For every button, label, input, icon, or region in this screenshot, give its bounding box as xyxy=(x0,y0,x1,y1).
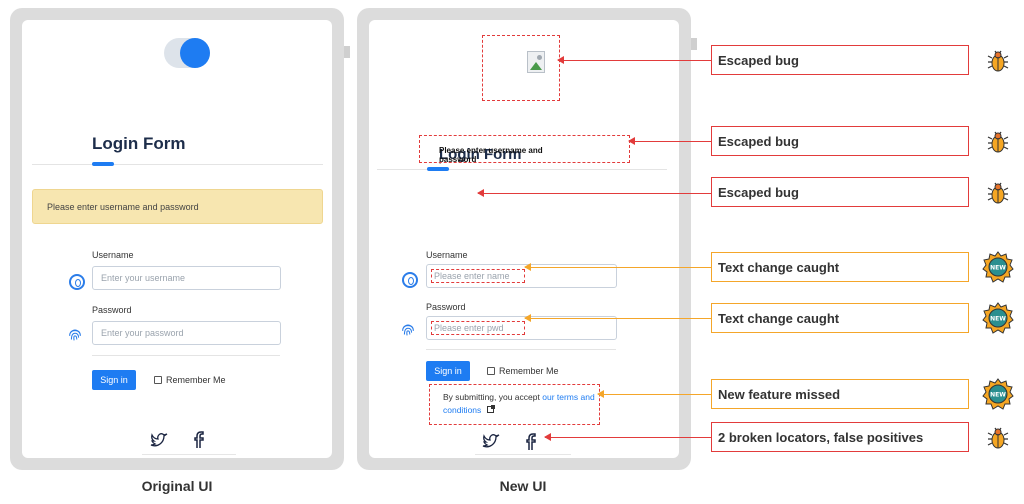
terms-text: By submitting, you accept our terms and … xyxy=(443,391,609,417)
new-badge-text: NEW xyxy=(990,392,1006,399)
terms-prefix: By submitting, you accept xyxy=(443,392,540,402)
overlap-highlight xyxy=(419,135,630,163)
arrow-escaped-bug-2 xyxy=(628,137,711,145)
terms-link[interactable]: our terms and conditions xyxy=(443,392,595,415)
new-ui-frame: Login Form Please enter username and pas… xyxy=(357,8,697,470)
toggle-logo xyxy=(164,38,210,68)
password-input[interactable]: Enter your password xyxy=(92,321,281,345)
terms-highlight xyxy=(429,384,600,425)
username-input[interactable]: Enter your username xyxy=(92,266,281,290)
remember-me-checkbox[interactable] xyxy=(154,376,162,384)
annotation-escaped-bug-3: Escaped bug xyxy=(711,177,969,207)
arrow-escaped-bug-3 xyxy=(477,189,711,197)
annotation-text-change-1: Text change caught xyxy=(711,252,969,282)
fingerprint-icon xyxy=(69,329,81,341)
form-divider xyxy=(426,349,616,350)
footer-divider xyxy=(475,454,571,455)
username-label: Username xyxy=(426,250,468,260)
sign-in-button[interactable]: Sign in xyxy=(92,370,136,390)
title-accent-bar xyxy=(92,162,114,166)
username-placeholder: Please enter name xyxy=(431,269,525,283)
bug-icon xyxy=(987,131,1009,153)
overlapping-alert-message: Please enter username and password xyxy=(439,146,543,164)
password-placeholder: Please enter pwd xyxy=(431,321,525,335)
remember-me-checkbox[interactable] xyxy=(487,367,495,375)
login-form-title: Login Form xyxy=(92,134,186,153)
username-input[interactable]: Please enter name xyxy=(426,264,617,288)
arrow-text-change-1 xyxy=(524,263,711,271)
original-ui-screen: Login Form Please enter username and pas… xyxy=(22,20,332,458)
new-badge-text: NEW xyxy=(990,316,1006,323)
new-badge-icon: NEW xyxy=(982,378,1014,410)
title-divider xyxy=(377,169,667,170)
annotation-broken-locators: 2 broken locators, false positives xyxy=(711,422,969,452)
password-label: Password xyxy=(92,305,132,315)
frame-notch xyxy=(344,46,350,58)
arrow-new-feature xyxy=(597,390,711,398)
original-ui-frame: Login Form Please enter username and pas… xyxy=(10,8,350,470)
bug-icon xyxy=(987,182,1009,204)
twitter-icon[interactable] xyxy=(150,433,168,453)
frame-notch xyxy=(691,38,697,50)
caption-original: Original UI xyxy=(141,478,213,494)
new-badge-icon: NEW xyxy=(982,251,1014,283)
password-label: Password xyxy=(426,302,466,312)
user-circle-icon xyxy=(69,274,85,290)
remember-me-label: Remember Me xyxy=(499,366,559,376)
new-badge-text: NEW xyxy=(990,265,1006,272)
user-circle-icon xyxy=(402,272,418,288)
broken-image-icon xyxy=(527,51,545,73)
footer-divider xyxy=(142,454,236,455)
annotation-new-feature: New feature missed xyxy=(711,379,969,409)
login-form-title: Login Form xyxy=(439,146,522,163)
external-link-icon xyxy=(486,405,495,413)
bug-icon xyxy=(987,50,1009,72)
form-divider xyxy=(92,355,280,356)
facebook-icon[interactable] xyxy=(192,431,204,453)
remember-me-label: Remember Me xyxy=(166,375,226,385)
twitter-icon[interactable] xyxy=(482,434,500,454)
arrow-escaped-bug-1 xyxy=(557,56,711,64)
alert-message: Please enter username and password xyxy=(32,189,323,224)
username-label: Username xyxy=(92,250,134,260)
broken-logo-highlight xyxy=(482,35,560,101)
title-accent-bar xyxy=(427,167,449,171)
arrow-text-change-2 xyxy=(524,314,711,322)
new-ui-screen: Login Form Please enter username and pas… xyxy=(369,20,679,458)
password-input[interactable]: Please enter pwd xyxy=(426,316,617,340)
sign-in-button[interactable]: Sign in xyxy=(426,361,470,381)
annotation-escaped-bug-2: Escaped bug xyxy=(711,126,969,156)
arrow-broken-locators xyxy=(544,433,711,441)
new-badge-icon: NEW xyxy=(982,302,1014,334)
bug-icon xyxy=(987,427,1009,449)
toggle-knob xyxy=(180,38,210,68)
title-divider xyxy=(32,164,323,165)
facebook-icon[interactable] xyxy=(524,433,536,455)
fingerprint-icon xyxy=(402,324,414,336)
annotation-text-change-2: Text change caught xyxy=(711,303,969,333)
caption-new: New UI xyxy=(499,478,547,494)
annotation-escaped-bug-1: Escaped bug xyxy=(711,45,969,75)
